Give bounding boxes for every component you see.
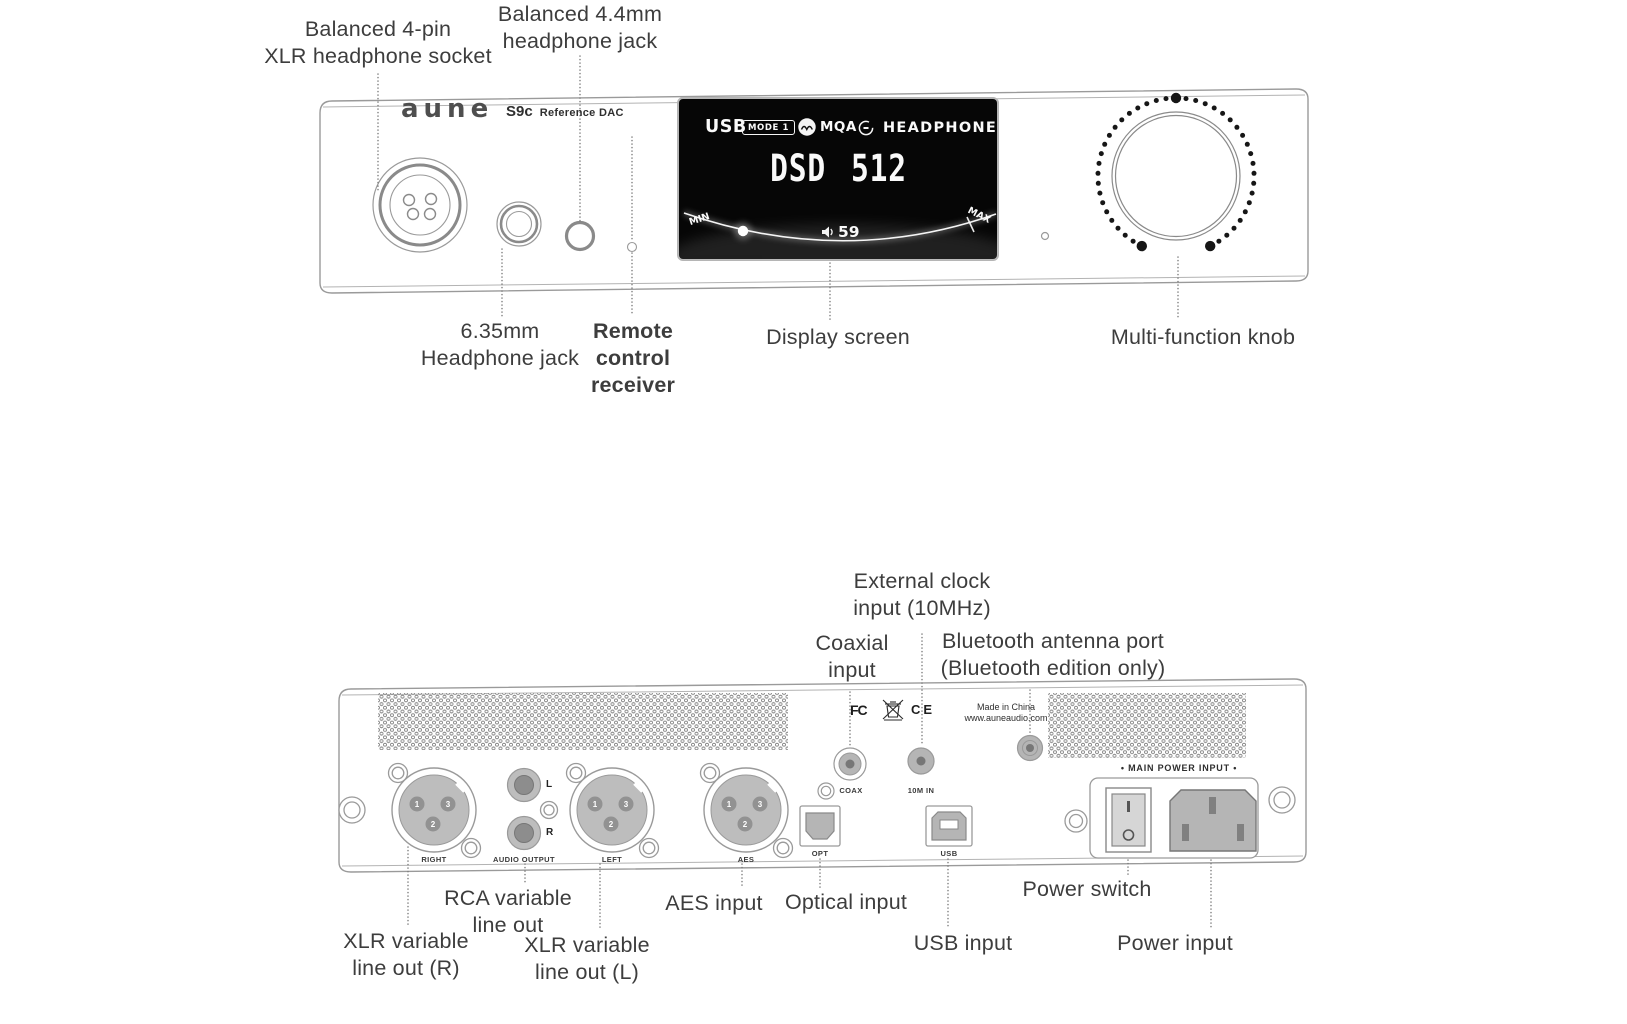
chassis-screw-right [1268,786,1296,814]
power-switch [1105,787,1152,853]
xlr-out-left: 1 3 2 [567,764,659,858]
model-desc: Reference DAC [539,107,624,119]
rca-output-pair [506,767,559,851]
rca-l-label: L [546,779,553,790]
power-module [1064,777,1259,859]
leader-lines [377,55,1212,931]
port-label-10m-in: 10M IN [907,786,935,795]
port-label-aes: AES [737,855,755,864]
svg-text:3: 3 [758,800,763,809]
multi-function-knob [1095,92,1257,252]
remote-receiver-dot [626,241,638,253]
callout-jack635: 6.35mm Headphone jack [420,319,580,370]
display-content: USB MODE 1 MQA HEADPHONE DSD 512 MIN MAX… [678,97,999,261]
callout-power-switch: Power switch [1022,877,1152,901]
callout-usb-input: USB input [913,931,1013,955]
callout-xlr-line-out-l: XLR variable line out (L) [524,933,650,984]
callout-rca-line-out: RCA variable line out [444,886,572,937]
callout-remote-receiver: Remote control receiver [590,319,676,397]
rca-r-label: R [546,827,554,838]
weee-icon [882,699,904,721]
xlr-out-right: 1 3 2 [389,764,481,858]
knob-dot-ring [1095,92,1257,252]
callout-knob: Multi-function knob [1110,325,1296,349]
vent-grille-right [1048,693,1246,758]
svg-text:1: 1 [593,800,598,809]
bluetooth-antenna-port [1016,734,1044,762]
ce-mark: CE [911,702,936,717]
callout-ext-clock: External clock input (10MHz) [853,569,991,620]
xlr-aes: 1 3 2 [701,764,793,858]
fcc-mark: FC [850,702,868,718]
port-label-right: RIGHT [421,855,447,864]
mqa-icon [798,118,816,136]
mqa-label: MQA [820,119,857,135]
coax-jack [817,747,867,800]
jack-635 [496,201,542,247]
speaker-icon [822,226,833,238]
svg-text:1: 1 [415,800,420,809]
clock-input-jack [907,747,935,775]
svg-text:1: 1 [727,800,732,809]
chassis-screw-left [338,796,366,824]
svg-text:2: 2 [609,820,614,829]
volume-arc [678,210,998,260]
callout-coaxial: Coaxial input [815,631,889,682]
input-source-label: USB [705,117,747,137]
made-in-text: Made in China www.auneaudio.com [964,702,1048,723]
callout-xlr-line-out-r: XLR variable line out (R) [343,929,469,980]
callout-jack44: Balanced 4.4mm headphone jack [497,2,663,53]
model-name: S9c [506,103,533,120]
vent-grille-left [378,693,788,750]
svg-text:2: 2 [431,820,436,829]
callout-power-input: Power input [1117,931,1233,955]
svg-text:3: 3 [624,800,629,809]
brand-logo: aune [401,94,494,124]
callout-xlr4-socket: Balanced 4-pin XLR headphone socket [264,17,492,68]
loop-icon [858,120,874,136]
main-power-label: • MAIN POWER INPUT • [1120,763,1238,773]
port-label-usb: USB [940,849,958,858]
output-mode-label: HEADPHONE [883,120,998,136]
volume-value: 59 [838,223,860,241]
volume-max-label: MAX [965,205,993,226]
volume-min-label: MIN [687,211,712,228]
svg-text:3: 3 [446,800,451,809]
svg-text:2: 2 [743,820,748,829]
callout-display-screen: Display screen [766,325,910,349]
port-label-opt: OPT [811,849,829,858]
front-panel [319,88,1309,294]
callout-aes-input: AES input [665,891,763,915]
model-text: S9c Reference DAC [506,103,624,121]
optical-port [799,805,841,847]
jack-44 [564,220,596,252]
format-readout: DSD 512 [770,147,907,190]
callout-optical-input: Optical input [784,890,908,914]
xlr4-headphone-socket [372,157,468,253]
port-label-left: LEFT [601,855,623,864]
port-label-audio-output: AUDIO OUTPUT [493,855,555,864]
power-inlet [1169,789,1257,852]
usb-port [925,805,973,847]
port-label-coax: COAX [839,786,863,795]
power-led [1040,231,1050,241]
mode-badge: MODE 1 [742,120,796,135]
callout-bluetooth: Bluetooth antenna port (Bluetooth editio… [940,629,1166,680]
